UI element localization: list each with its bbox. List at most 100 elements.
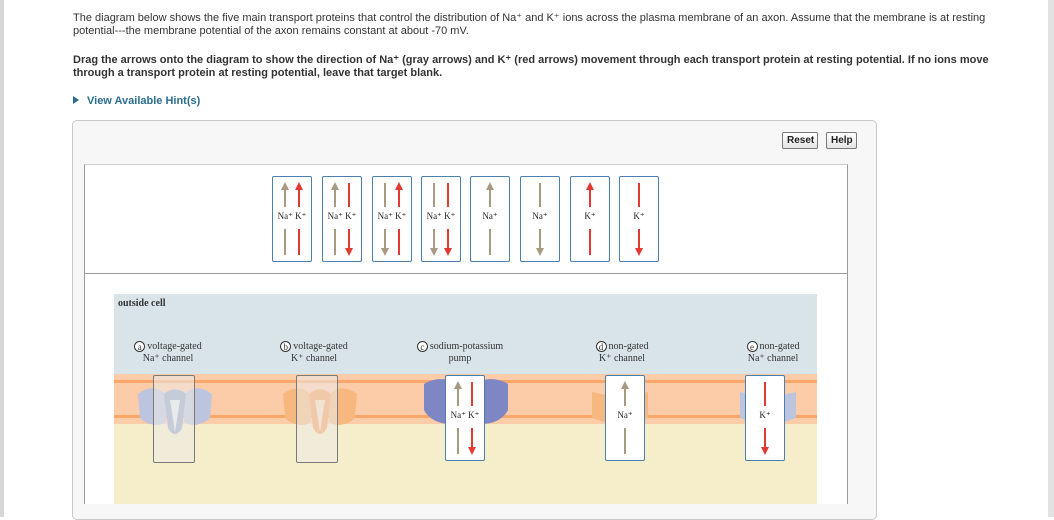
arrow-card-5-arrows-svg [486,182,494,255]
protein-a-line1: voltage-gated [147,341,202,352]
drop-target-c-na-arrow [454,381,462,454]
arrow-card-4-na-arrow [430,183,438,256]
drop-target-d-na-arrow [621,381,629,454]
arrow-card-6-label: Na⁺ [521,211,559,222]
drop-target-d-na-label: Na⁺ [617,410,633,420]
drop-target-c-k-label: K⁺ [468,410,480,420]
arrow-card-5-label: Na⁺ [471,211,509,222]
arrow-card-8-k-arrow [635,183,643,256]
arrow-card-7-k-arrow [586,182,594,255]
arrow-card-1-label: Na⁺ K⁺ [273,211,311,222]
arrow-card-5[interactable]: Na⁺ [470,176,510,262]
drop-target-c-arrows-svg [454,381,476,455]
arrow-card-2-arrows-svg [331,182,353,256]
arrow-card-5-na-arrow [486,182,494,255]
arrow-card-4-label: Na⁺ K⁺ [422,211,460,222]
arrow-card-4-k-label: K⁺ [444,211,456,221]
letter-b-badge: b [280,341,292,353]
arrow-card-6-arrows-svg [536,183,544,256]
arrow-card-1-k-arrow [295,182,303,255]
protein-c-line1: sodium-potassium [429,341,504,352]
drop-target-c-k-arrow [468,382,476,455]
letter-d-badge: d [595,341,607,353]
arrow-card-3-label: Na⁺ K⁺ [373,211,411,222]
drop-target-c-na-label: Na⁺ [450,410,466,420]
right-edge [1048,0,1054,517]
arrow-card-2-k-arrow [345,183,353,256]
arrow-card-2-na-label: Na⁺ [327,211,343,221]
palette-divider [84,273,848,274]
arrow-card-3-k-arrow [395,182,403,255]
drop-target-b[interactable] [296,375,338,463]
arrow-card-7-arrows-svg [586,182,594,255]
help-button[interactable]: Help [826,132,857,149]
arrow-card-8-label: K⁺ [620,211,658,222]
task-instructions: Drag the arrows onto the diagram to show… [73,54,989,79]
drop-target-e-arrows-svg [761,382,769,455]
drop-target-e-k-arrow [761,382,769,455]
arrow-card-7-k-label: K⁺ [584,211,596,221]
drop-target-d-arrows-svg [621,381,629,454]
arrow-card-6[interactable]: Na⁺ [520,176,560,262]
arrow-card-5-na-label: Na⁺ [482,211,498,221]
arrow-card-8-arrows-svg [635,183,643,256]
arrow-card-4-k-arrow [444,183,452,256]
drop-target-a[interactable] [153,375,195,463]
protein-e-line1: non-gated [759,341,800,352]
drop-target-d-label: Na⁺ [606,410,644,421]
drop-target-c[interactable]: Na⁺ K⁺ [445,375,485,461]
arrow-card-4-arrows-svg [430,183,452,256]
protein-b-line1: voltage-gated [293,341,348,352]
arrow-card-2-label: Na⁺ K⁺ [323,211,361,222]
arrow-card-3-arrows-svg [381,182,403,256]
arrow-card-8-k-label: K⁺ [633,211,645,221]
arrow-card-1-na-label: Na⁺ [277,211,293,221]
view-hints-label: View Available Hint(s) [87,95,201,107]
arrow-card-2-na-arrow [331,182,339,255]
arrow-card-4[interactable]: Na⁺ K⁺ [421,176,461,262]
drop-target-e-label: K⁺ [746,410,784,421]
outside-cell-label: outside cell [118,298,166,309]
arrow-card-2-k-label: K⁺ [345,211,357,221]
arrow-card-7-label: K⁺ [571,211,609,222]
expand-triangle-icon [73,96,79,105]
letter-a-badge: a [134,341,146,353]
letter-c-badge: c [416,341,428,353]
arrow-card-1-k-label: K⁺ [295,211,307,221]
view-hints-link[interactable]: View Available Hint(s) [73,95,200,107]
drop-target-e-k-label: K⁺ [759,410,771,420]
arrow-card-3-na-arrow [381,183,389,256]
arrow-card-1-arrows-svg [281,182,303,255]
protein-c-line2: pump [448,353,472,364]
arrow-card-3[interactable]: Na⁺ K⁺ [372,176,412,262]
arrow-card-6-na-arrow [536,183,544,256]
arrow-card-4-na-label: Na⁺ [426,211,442,221]
outside-cell-area [85,274,847,294]
protein-d-line1: non-gated [608,341,649,352]
drop-target-c-label: Na⁺ K⁺ [446,410,484,421]
protein-e-line2: Na⁺ channel [747,353,799,364]
protein-a-line2: Na⁺ channel [142,353,194,364]
arrow-card-2[interactable]: Na⁺ K⁺ [322,176,362,262]
arrow-card-8[interactable]: K⁺ [619,176,659,262]
drop-target-d[interactable]: Na⁺ [605,375,645,461]
protein-b-line2: K⁺ channel [290,353,338,364]
instructions-paragraph: The diagram below shows the five main tr… [73,12,986,37]
left-edge [0,0,4,517]
arrow-card-1[interactable]: Na⁺ K⁺ [272,176,312,262]
protein-d-line2: K⁺ channel [598,353,646,364]
extracellular-region [114,294,817,374]
reset-button[interactable]: Reset [782,132,818,149]
drop-target-e[interactable]: K⁺ [745,375,785,461]
arrow-card-3-k-label: K⁺ [395,211,407,221]
arrow-card-7[interactable]: K⁺ [570,176,610,262]
arrow-card-3-na-label: Na⁺ [377,211,393,221]
letter-e-badge: e [746,341,758,353]
arrow-card-6-na-label: Na⁺ [532,211,548,221]
arrow-card-1-na-arrow [281,182,289,255]
